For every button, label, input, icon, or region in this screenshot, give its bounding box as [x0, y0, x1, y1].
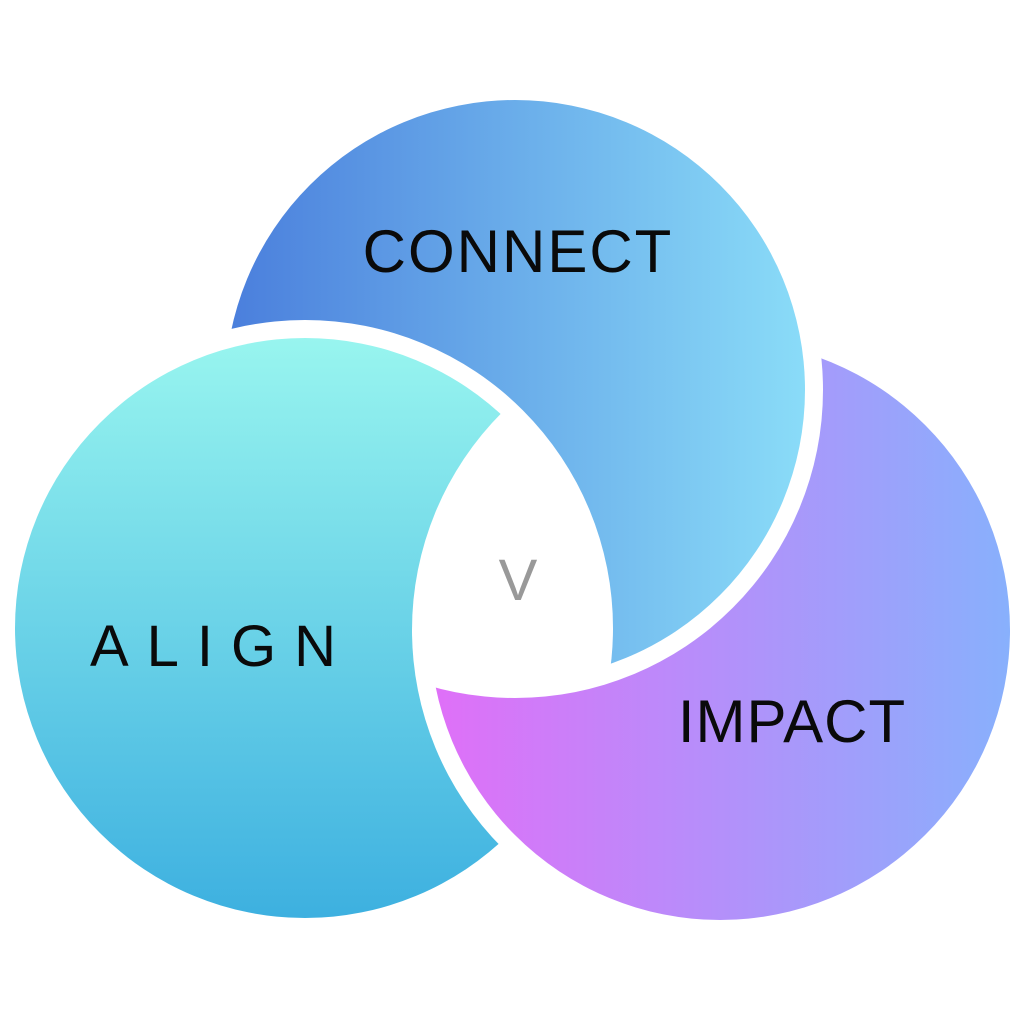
connect-label: CONNECT — [363, 218, 674, 285]
align-label: ALIGN — [90, 614, 354, 679]
center-letter: V — [499, 548, 538, 613]
impact-label: IMPACT — [678, 688, 906, 755]
impact-circle — [430, 340, 1010, 920]
align-circle — [15, 338, 595, 918]
